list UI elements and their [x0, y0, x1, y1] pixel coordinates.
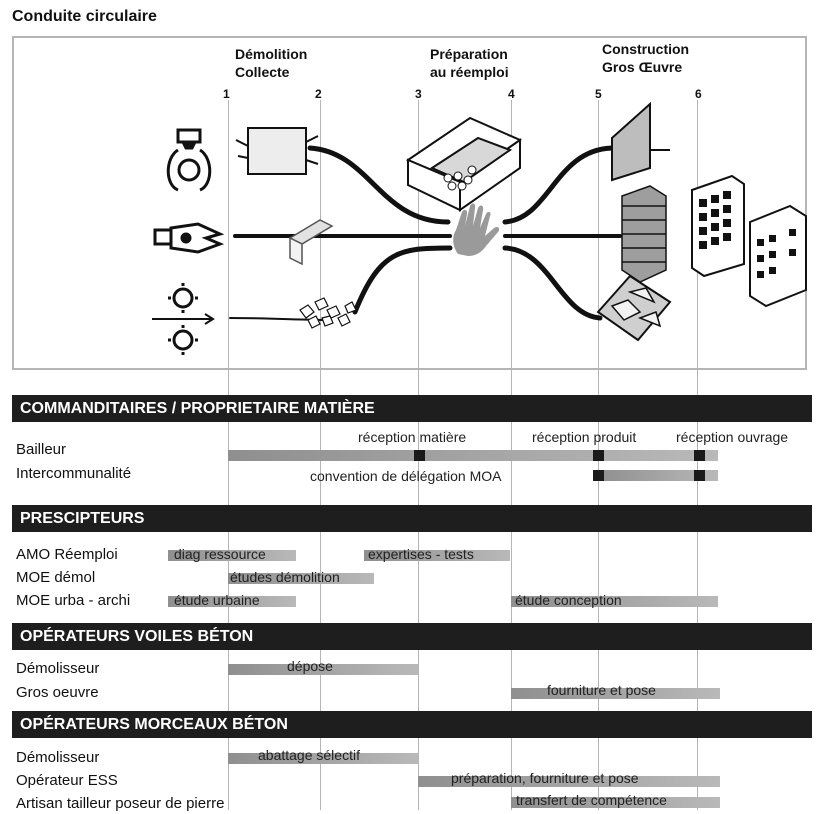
label-etude-conception: étude conception — [515, 592, 622, 608]
bar-abattage — [228, 753, 418, 764]
phase-demolition: Démolition Collecte — [235, 45, 307, 81]
diagram-frame — [12, 36, 807, 370]
phase-number-4: 4 — [508, 87, 515, 101]
phase-construction-line1: Construction — [602, 41, 690, 57]
flow-top-left — [307, 145, 451, 225]
row-label-bailleur: Bailleur — [16, 441, 67, 458]
bar-intercommunalite — [598, 470, 718, 481]
flow-bot-right — [502, 245, 603, 321]
label-diag-ressource: diag ressource — [174, 546, 266, 562]
row-label-intercommunalite: Intercommunalité — [16, 465, 132, 482]
grab-icon — [166, 128, 212, 192]
row-label-amo-reemploi: AMO Réemploi — [16, 546, 118, 563]
paving-stones-icon — [596, 274, 672, 342]
bar-preparation-pose — [418, 776, 720, 787]
pallet-stack-icon — [621, 185, 667, 283]
flow-illustration — [152, 101, 807, 355]
stacked-panels-icon — [611, 101, 670, 182]
phase-number-1: 1 — [223, 87, 230, 101]
marker-intercom-5 — [593, 470, 604, 481]
bar-etudes-demol — [228, 573, 374, 584]
phase-number-3: 3 — [415, 87, 422, 101]
label-depose: dépose — [287, 658, 333, 674]
crushing-rollers-icon — [152, 283, 215, 355]
marker-reception-produit — [593, 450, 604, 461]
bar-expertises — [364, 550, 510, 561]
bar-bailleur — [228, 450, 718, 461]
crusher-jaw-icon — [153, 222, 225, 254]
section-prescripteurs: PRESCIPTEURS — [12, 505, 812, 532]
wall-panels-icon — [235, 127, 319, 175]
section-morceaux-beton: OPÉRATEURS MORCEAUX BÉTON — [12, 711, 812, 738]
phase-preparation-line1: Préparation — [430, 46, 508, 62]
row-label-demolisseur-voiles: Démolisseur — [16, 660, 100, 677]
marker-reception-ouvrage — [694, 450, 705, 461]
label-reception-ouvrage: réception ouvrage — [676, 429, 789, 445]
phase-preparation-line2: au réemploi — [430, 64, 509, 80]
phase-preparation: Préparation au réemploi — [430, 45, 509, 81]
hand-icon — [453, 203, 500, 256]
row-label-operateur-ess: Opérateur ESS — [16, 772, 118, 789]
row-label-gros-oeuvre: Gros oeuvre — [16, 684, 99, 701]
bar-transfert — [511, 797, 720, 808]
label-convention: convention de délégation MOA — [310, 468, 502, 484]
section-voiles-beton: OPÉRATEURS VOILES BÉTON — [12, 623, 812, 650]
label-abattage: abattage sélectif — [258, 747, 360, 763]
flow-top-right — [502, 145, 615, 225]
row-label-demolisseur-morceaux: Démolisseur — [16, 749, 100, 766]
bar-fourniture-pose — [511, 688, 720, 699]
section-commanditaires: COMMANDITAIRES / PROPRIETAIRE MATIÈRE — [12, 395, 812, 422]
marker-reception-matiere — [414, 450, 425, 461]
row-label-moe-demol: MOE démol — [16, 569, 96, 586]
phase-number-5: 5 — [595, 87, 602, 101]
label-transfert: transfert de compétence — [516, 792, 667, 808]
label-fourniture-pose: fourniture et pose — [547, 682, 656, 698]
small-slab-icon — [288, 219, 334, 266]
bar-etude-conception — [511, 596, 718, 607]
bar-etude-urbaine — [168, 596, 296, 607]
page-title: Conduite circulaire — [12, 8, 157, 25]
phase-construction: Construction Gros Œuvre — [602, 40, 689, 76]
phase-demolition-line1: Démolition — [235, 46, 308, 62]
phase-demolition-line2: Collecte — [235, 64, 290, 80]
label-reception-produit: réception produit — [532, 429, 637, 445]
label-etudes-demol: études démolition — [230, 569, 340, 585]
bar-depose — [228, 664, 418, 675]
bar-diag-ressource — [168, 550, 296, 561]
row-label-artisan: Artisan tailleur poseur de pierre — [16, 795, 225, 812]
phase-number-6: 6 — [695, 87, 702, 101]
marker-intercom-6 — [694, 470, 705, 481]
label-etude-urbaine: étude urbaine — [174, 592, 260, 608]
pallet-racks-icon — [405, 116, 523, 212]
flow-bot-left-thin — [229, 317, 331, 321]
phase-number-2: 2 — [315, 87, 322, 101]
rubble-icon — [299, 297, 357, 329]
label-expertises: expertises - tests — [368, 546, 474, 562]
label-reception-matiere: réception matière — [358, 429, 467, 445]
buildings-icon — [691, 174, 807, 308]
flow-bot-left — [352, 245, 453, 315]
row-label-moe-urba: MOE urba - archi — [16, 592, 131, 609]
phase-construction-line2: Gros Œuvre — [602, 59, 683, 75]
label-preparation-pose: préparation, fourniture et pose — [451, 770, 639, 786]
